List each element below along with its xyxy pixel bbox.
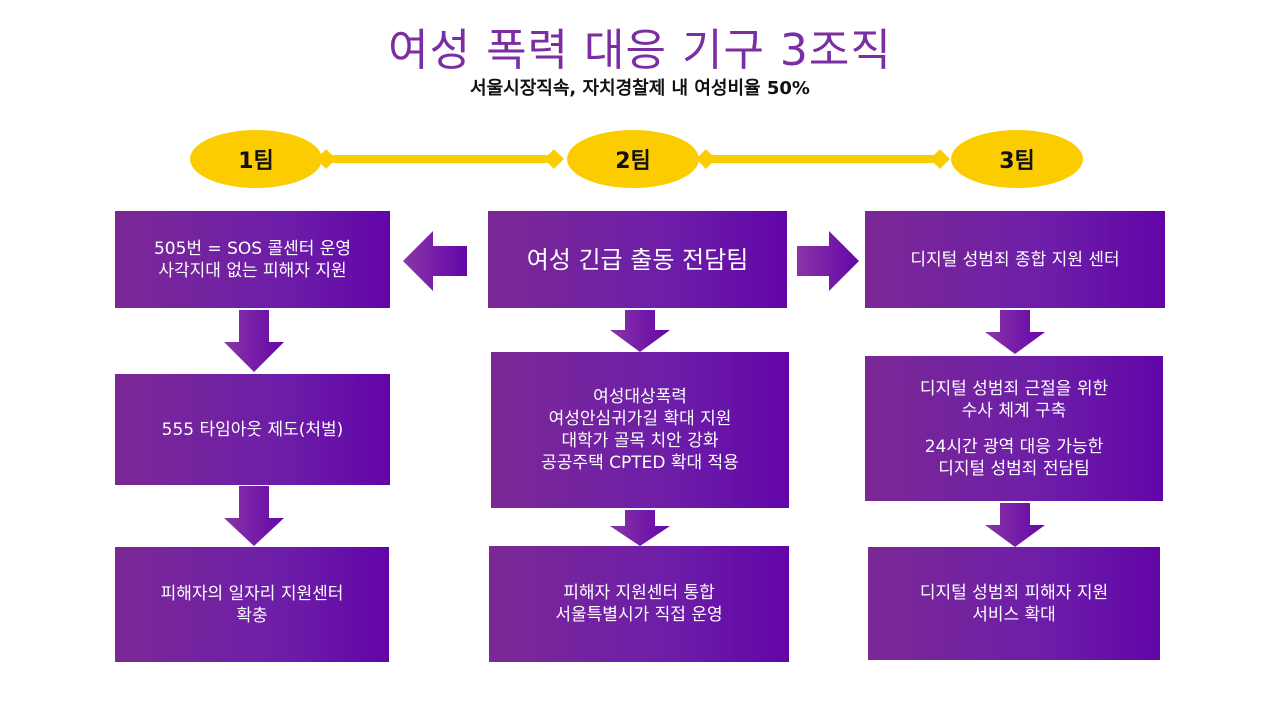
box-text: 대학가 골목 치안 강화	[561, 431, 719, 451]
team-1-oval: 1팀	[190, 130, 322, 188]
box-text: 여성안심귀가길 확대 지원	[548, 409, 732, 429]
box-text: 555 타임아웃 제도(처벌)	[161, 419, 344, 440]
team3-box-victim-service: 디지털 성범죄 피해자 지원 서비스 확대	[868, 547, 1160, 660]
connector-line-1-2	[326, 155, 556, 163]
box-text: 디지털 성범죄 전담팀	[938, 458, 1090, 479]
box-text: 피해자 지원센터 통합	[563, 583, 715, 603]
team2-box-victim-center: 피해자 지원센터 통합 서울특별시가 직접 운영	[489, 546, 789, 662]
arrow-left-icon	[403, 231, 467, 291]
team1-box-sos-callcenter: 505번 = SOS 콜센터 운영 사각지대 없는 피해자 지원	[115, 211, 390, 308]
box-text: 505번 = SOS 콜센터 운영	[153, 238, 352, 259]
box-text: 디지털 성범죄 피해자 지원	[919, 582, 1109, 603]
page-subtitle: 서울시장직속, 자치경찰제 내 여성비율 50%	[470, 78, 810, 99]
arrow-down-icon	[985, 310, 1045, 354]
box-text: 서울특별시가 직접 운영	[555, 605, 723, 625]
arrow-down-icon	[224, 486, 284, 546]
box-text: 서비스 확대	[972, 604, 1056, 625]
box-text: 24시간 광역 대응 가능한	[924, 436, 1104, 457]
team2-box-emergency-team: 여성 긴급 출동 전담팀	[488, 211, 787, 308]
box-text: 디지털 성범죄 근절을 위한	[919, 378, 1109, 399]
arrow-right-icon	[797, 231, 859, 291]
arrow-down-icon	[224, 310, 284, 372]
box-text: 여성 긴급 출동 전담팀	[526, 245, 749, 274]
team1-box-job-center: 피해자의 일자리 지원센터 확충	[115, 547, 389, 662]
box-text: 수사 체계 구축	[961, 400, 1067, 421]
team2-box-violence-prevention: 여성대상폭력 여성안심귀가길 확대 지원 대학가 골목 치안 강화 공공주택 C…	[491, 352, 789, 508]
page-title: 여성 폭력 대응 기구 3조직	[388, 25, 892, 76]
arrow-down-icon	[985, 503, 1045, 547]
arrow-down-icon	[610, 510, 670, 546]
team3-box-investigation: 디지털 성범죄 근절을 위한 수사 체계 구축 24시간 광역 대응 가능한 디…	[865, 356, 1163, 501]
team1-box-timeout: 555 타임아웃 제도(처벌)	[115, 374, 390, 485]
connector-line-2-3	[706, 155, 942, 163]
team-3-oval: 3팀	[951, 130, 1083, 188]
connector-diamond	[544, 149, 564, 169]
box-text: 공공주택 CPTED 확대 적용	[541, 453, 739, 473]
arrow-down-icon	[610, 310, 670, 352]
connector-diamond	[930, 149, 950, 169]
box-text: 확충	[236, 605, 268, 626]
box-text: 사각지대 없는 피해자 지원	[158, 260, 347, 281]
team3-box-digital-center: 디지털 성범죄 종합 지원 센터	[865, 211, 1165, 308]
box-text: 여성대상폭력	[593, 387, 687, 407]
team-2-oval: 2팀	[567, 130, 699, 188]
box-text: 디지털 성범죄 종합 지원 센터	[910, 249, 1120, 270]
box-text: 피해자의 일자리 지원센터	[160, 583, 344, 604]
connector-diamond	[696, 149, 716, 169]
